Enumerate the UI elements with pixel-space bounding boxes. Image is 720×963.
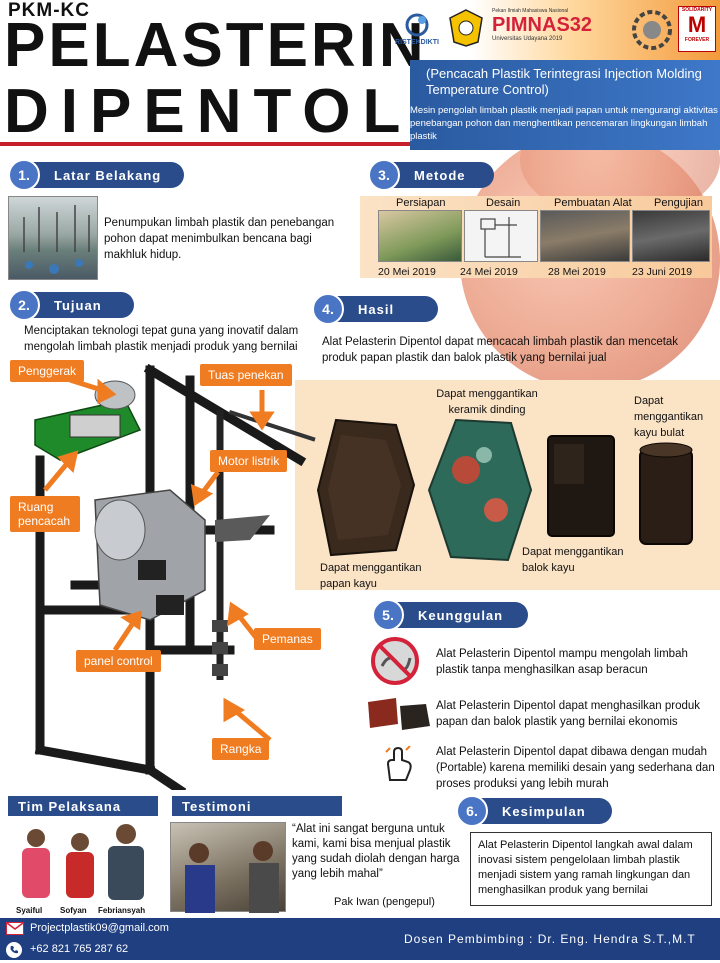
university-logo [446,6,486,50]
section-number-5: 5. [372,599,404,631]
subtitle-band [410,60,720,150]
plastic-blocks-icon [366,694,432,734]
testimoni-author: Pak Iwan (pengepul) [334,896,435,908]
machine-diagram [0,350,320,797]
testimoni-photo [170,822,286,913]
metode-photo-persiapan [378,210,462,262]
section-number-6: 6. [456,795,488,827]
testimoni-header: Testimoni [172,796,342,816]
keunggulan-item: Alat Pelasterin Dipentol dapat dibawa de… [436,746,715,790]
contact-email[interactable]: Projectplastik09@gmail.com [30,922,169,934]
testimoni-quote: “Alat ini sangat berguna untuk kami, kam… [292,823,460,880]
team-member-name: Febriansyah [98,906,146,915]
section-header-latar: Latar Belakang [14,162,184,188]
solidarity-logo: SOLIDARITY M FOREVER [678,6,716,52]
no-smoke-icon [370,636,420,686]
label-pemanas: Pemanas [254,628,321,650]
section-number-3: 3. [368,159,400,191]
hasil-papan-label: Dapat menggantikan papan kayu [320,562,422,590]
metode-photo-desain [464,210,538,262]
latar-text: Penumpukan limbah plastik dan penebangan… [104,217,335,261]
mail-icon [6,922,24,935]
tim-header: Tim Pelaksana [8,796,158,816]
kesimpulan-box [470,832,712,906]
page-title-line2: DIPENTOL [4,77,413,146]
metode-step-label: Pengujian [654,197,703,209]
metode-step-date: 20 Mei 2019 [378,266,436,278]
section-number-2: 2. [8,289,40,321]
log-product [636,440,696,548]
program-label: PKM-KC [8,0,90,21]
contact-phone[interactable]: +62 821 765 287 62 [30,943,129,955]
gear-logo [630,8,674,52]
label-rangka: Rangka [212,738,270,760]
kesimpulan-text: Alat Pelasterin Dipentol langkah awal da… [478,839,693,896]
metode-photo-pembuatan [540,210,630,262]
tujuan-text: Menciptakan teknologi tepat guna yang in… [24,325,299,353]
subtitle: (Pencacah Plastik Terintegrasi Injection… [426,66,702,97]
label-panel: panel control [76,650,161,672]
label-tuas: Tuas penekan [200,364,292,386]
metode-step-label: Persiapan [396,197,446,209]
metode-step-label: Desain [486,197,521,209]
header-divider [0,142,410,146]
metode-step-date: 24 Mei 2019 [460,266,518,278]
advisor-text: Dosen Pembimbing : Dr. Eng. Hendra S.T.,… [404,932,696,946]
ceramic-tile-product [426,415,534,565]
wood-board-product [316,415,416,560]
keunggulan-item: Alat Pelasterin Dipentol dapat menghasil… [436,700,701,728]
team-member-name: Sofyan [60,906,87,915]
keunggulan-item: Alat Pelasterin Dipentol mampu mengolah … [436,648,688,676]
section-number-1: 1. [8,159,40,191]
metode-step-date: 23 Juni 2019 [632,266,693,278]
section-number-4: 4. [312,293,344,325]
team-photo [8,820,158,908]
deforestation-photo [8,196,98,280]
machine-description: Mesin pengolah limbah plastik menjadi pa… [410,105,718,142]
metode-photo-pengujian [632,210,710,262]
portable-hand-icon [382,745,414,782]
ristekdikti-logo: RISTEKDIKTI [392,6,442,50]
block-product [542,432,620,542]
hasil-kayu-bulat-label: Dapat menggantikan kayu bulat [634,395,704,439]
hasil-balok-label: Dapat menggantikan balok kayu [522,546,624,574]
label-penggerak: Penggerak [10,360,85,382]
hasil-keramik-label: Dapat menggantikan keramik dinding [436,388,538,416]
team-member-name: Syaiful [16,906,43,915]
label-ruang: Ruang pencacah [10,496,80,532]
metode-step-label: Pembuatan Alat [554,197,632,209]
phone-icon [6,942,22,958]
label-motor: Motor listrik [210,450,288,472]
label-arrows [43,377,275,742]
hasil-text: Alat Pelasterin Dipentol dapat mencacah … [322,336,679,364]
footer [0,918,720,960]
pimnas-logo: Pekan Ilmiah Mahasiswa Nasional PIMNAS32… [492,8,593,42]
metode-step-date: 28 Mei 2019 [548,266,606,278]
page-title-line1: PELASTERIN [4,11,427,80]
